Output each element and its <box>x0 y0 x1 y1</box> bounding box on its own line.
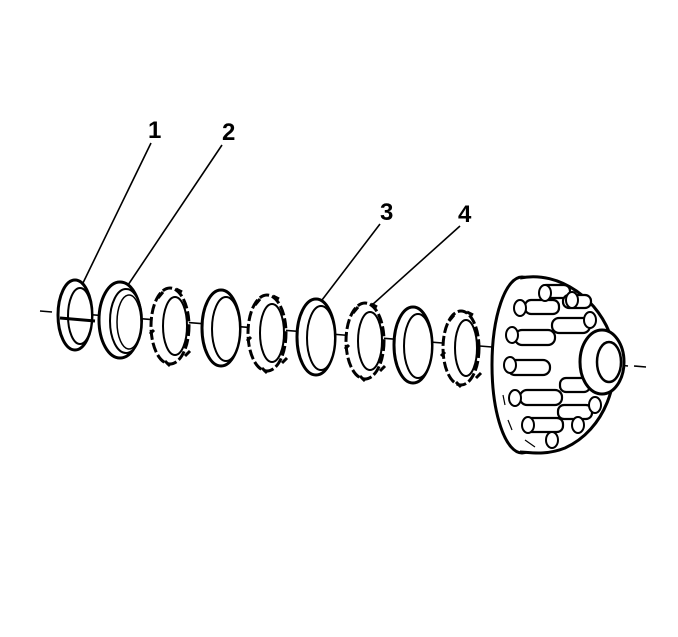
leader-line-2 <box>127 144 223 286</box>
friction-plate <box>245 293 289 375</box>
callout-label-4: 4 <box>458 201 472 228</box>
backing-plate-part-2 <box>97 280 143 360</box>
leader-line-1 <box>81 142 152 286</box>
friction-plate <box>148 286 192 368</box>
steel-plate-part-3 <box>295 297 337 377</box>
snap-ring-part-1 <box>56 278 96 352</box>
clutch-hub <box>490 275 626 455</box>
friction-plate <box>439 309 483 389</box>
steel-plate <box>200 288 242 368</box>
friction-plate-part-4 <box>343 301 387 383</box>
callout-label-3: 3 <box>380 199 393 226</box>
callout-leaders <box>81 142 461 306</box>
steel-plate <box>392 305 434 385</box>
leader-line-4 <box>371 225 461 306</box>
leader-line-3 <box>321 223 381 301</box>
callout-label-1: 1 <box>148 117 161 144</box>
callout-label-2: 2 <box>222 119 235 146</box>
